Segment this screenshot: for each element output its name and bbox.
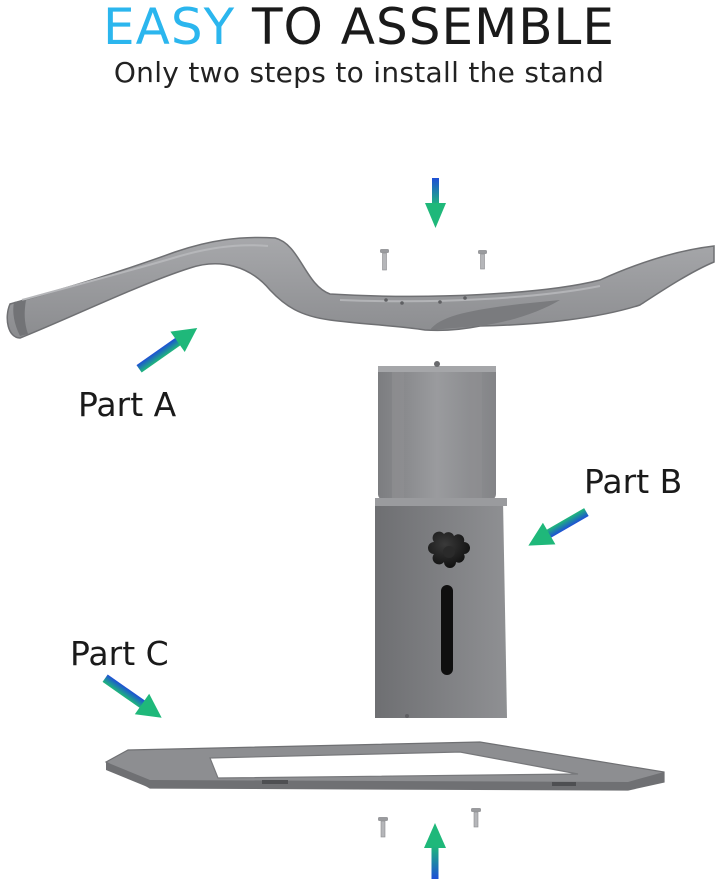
headline: EASY TO ASSEMBLE [0, 2, 718, 52]
part-a-label: Part A [78, 385, 177, 424]
arrow-up-icon [424, 823, 446, 879]
part-c-label: Part C [70, 634, 169, 673]
tray-part-a [6, 236, 715, 339]
base-part-c [104, 741, 665, 791]
screw-icon [471, 808, 481, 828]
arrow-part-b-icon [528, 508, 589, 546]
arrow-part-a-icon [136, 328, 198, 373]
screw-icon [478, 250, 487, 270]
subheadline: Only two steps to install the stand [113, 56, 605, 89]
arrow-part-c-icon [102, 674, 162, 718]
screw-icon [380, 249, 389, 271]
knob-icon [428, 531, 470, 568]
headline-accent: EASY [103, 0, 236, 56]
arrow-down-icon [425, 178, 446, 228]
screw-icon [378, 817, 388, 838]
headline-rest: TO ASSEMBLE [235, 0, 615, 56]
part-b-label: Part B [584, 462, 683, 501]
column-part-b [375, 361, 507, 718]
